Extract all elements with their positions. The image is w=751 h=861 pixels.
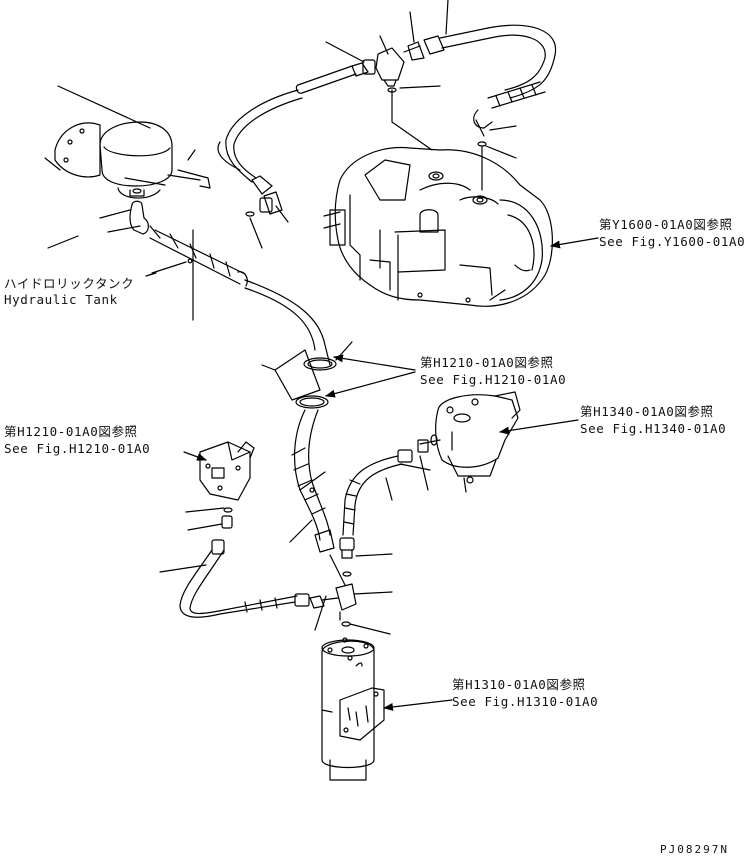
ref-h1210-upper-label-en: See Fig.H1210-01A0 xyxy=(420,372,567,387)
ref-h1340-label-en: See Fig.H1340-01A0 xyxy=(580,421,727,436)
hydraulic-tank-label-jp: ハイドロリックタンク xyxy=(4,276,135,291)
steering-gearbox xyxy=(321,637,385,781)
ref-h1210-left-label-en: See Fig.H1210-01A0 xyxy=(4,441,151,456)
ref-h1340-label-jp: 第H1340-01A0図参照 xyxy=(580,404,714,419)
ref-h1310-label-en: See Fig.H1310-01A0 xyxy=(452,694,599,709)
tee-fitting xyxy=(314,537,393,635)
middle-hose xyxy=(289,409,346,586)
hose-clamps xyxy=(261,341,353,409)
hydraulic-tank xyxy=(44,85,211,277)
drawing-code: PJ08297N xyxy=(660,843,729,856)
ref-y1600-label-jp: 第Y1600-01A0図参照 xyxy=(599,217,733,232)
ref-h1310-label-jp: 第H1310-01A0図参照 xyxy=(452,677,586,692)
suction-hose xyxy=(149,225,331,366)
steering-valve xyxy=(342,391,521,536)
ref-y1600-label-en: See Fig.Y1600-01A0 xyxy=(599,234,746,249)
transmission-housing xyxy=(323,146,553,307)
hydraulic-tank-label-en: Hydraulic Tank xyxy=(4,292,118,307)
reference-arrows xyxy=(183,237,599,711)
ref-h1210-left-label-jp: 第H1210-01A0図参照 xyxy=(4,424,138,439)
ref-h1210-upper-label-jp: 第H1210-01A0図参照 xyxy=(420,355,554,370)
priority-valve xyxy=(159,441,339,618)
top-hose-run xyxy=(217,0,557,249)
